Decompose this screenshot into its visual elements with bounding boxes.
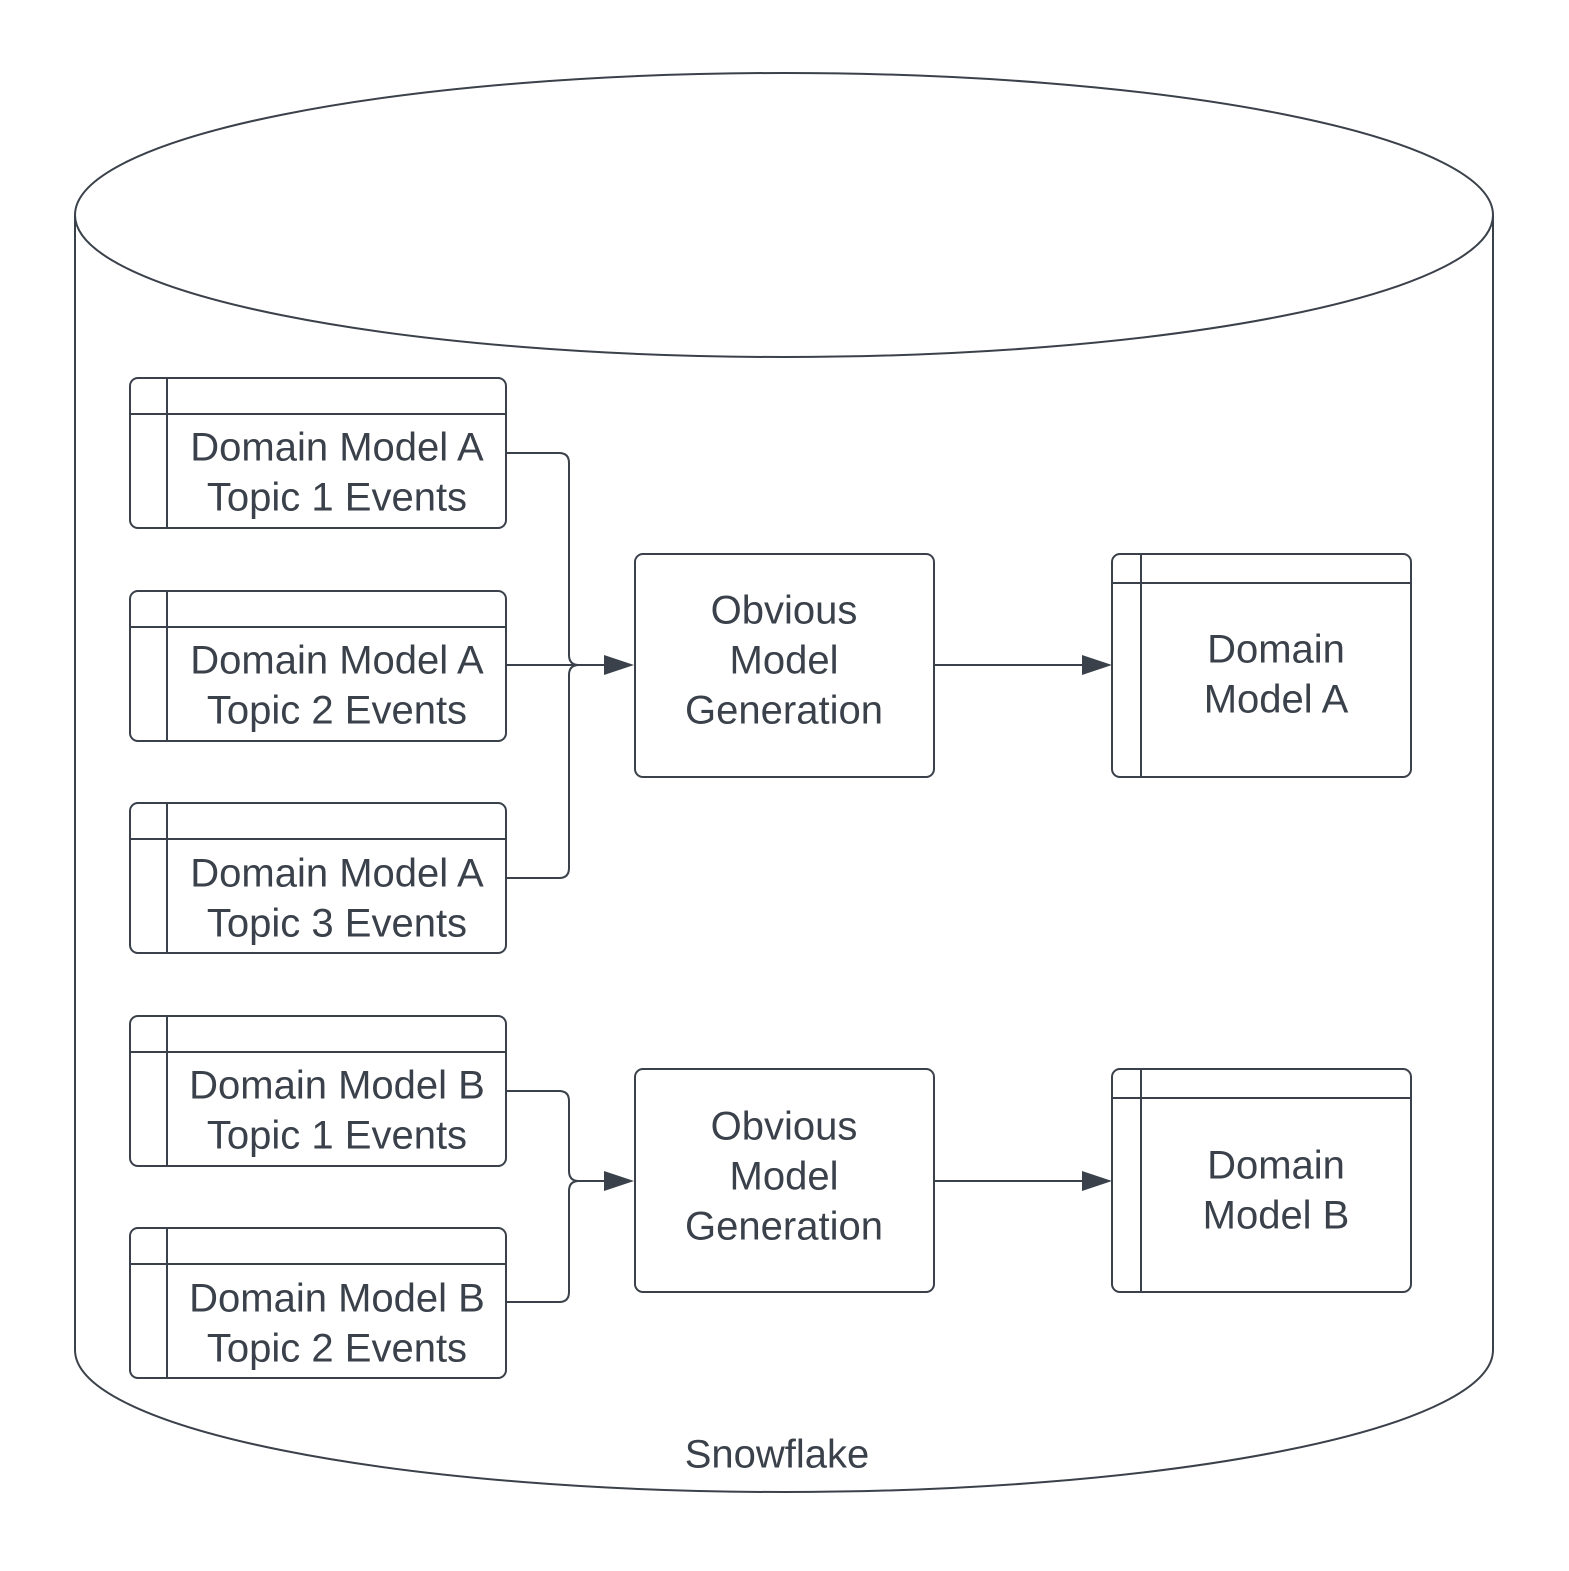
source-label-line2: Topic 1 Events bbox=[207, 476, 467, 520]
source-label-line1: Domain Model B bbox=[189, 1064, 485, 1108]
connectors-group-b bbox=[507, 1090, 1112, 1303]
connectors-group-a bbox=[507, 452, 1112, 879]
process-label-line2: Model bbox=[730, 639, 839, 683]
output-label-line1: Domain bbox=[1207, 628, 1345, 672]
cylinder-top bbox=[74, 72, 1494, 358]
output-label-line2: Model A bbox=[1204, 678, 1349, 722]
process-label-line1: Obvious bbox=[711, 1105, 858, 1149]
output-table-domain-model-b[interactable]: Domain Model B bbox=[1111, 1068, 1412, 1293]
connector-b1 bbox=[507, 1090, 606, 1182]
source-label-line2: Topic 2 Events bbox=[207, 1327, 467, 1371]
source-table-a-topic-3[interactable]: Domain Model A Topic 3 Events bbox=[129, 802, 507, 954]
connector-b2 bbox=[507, 1180, 606, 1303]
process-label-line3: Generation bbox=[685, 689, 883, 733]
process-label-line2: Model bbox=[730, 1155, 839, 1199]
process-box-a[interactable]: Obvious Model Generation bbox=[634, 553, 935, 778]
arrowhead-to-process-a bbox=[604, 655, 634, 675]
source-label-line1: Domain Model B bbox=[189, 1277, 485, 1321]
source-label-line2: Topic 3 Events bbox=[207, 902, 467, 946]
source-label-line2: Topic 2 Events bbox=[207, 689, 467, 733]
source-label-line1: Domain Model A bbox=[190, 852, 484, 896]
process-label-line3: Generation bbox=[685, 1205, 883, 1249]
source-label-line2: Topic 1 Events bbox=[207, 1114, 467, 1158]
source-table-a-topic-1[interactable]: Domain Model A Topic 1 Events bbox=[129, 377, 507, 529]
source-table-a-topic-2[interactable]: Domain Model A Topic 2 Events bbox=[129, 590, 507, 742]
connector-a3 bbox=[507, 664, 606, 879]
arrowhead-to-process-b bbox=[604, 1171, 634, 1191]
output-table-domain-model-a[interactable]: Domain Model A bbox=[1111, 553, 1412, 778]
source-label-line1: Domain Model A bbox=[190, 426, 484, 470]
process-label-line1: Obvious bbox=[711, 589, 858, 633]
arrowhead-to-output-a bbox=[1082, 655, 1112, 675]
database-label: Snowflake bbox=[685, 1433, 870, 1477]
source-table-b-topic-1[interactable]: Domain Model B Topic 1 Events bbox=[129, 1015, 507, 1167]
arrowhead-to-output-b bbox=[1082, 1171, 1112, 1191]
process-box-b[interactable]: Obvious Model Generation bbox=[634, 1068, 935, 1293]
source-label-line1: Domain Model A bbox=[190, 639, 484, 683]
source-table-b-topic-2[interactable]: Domain Model B Topic 2 Events bbox=[129, 1227, 507, 1379]
output-label-line1: Domain bbox=[1207, 1144, 1345, 1188]
output-label-line2: Model B bbox=[1203, 1194, 1350, 1238]
